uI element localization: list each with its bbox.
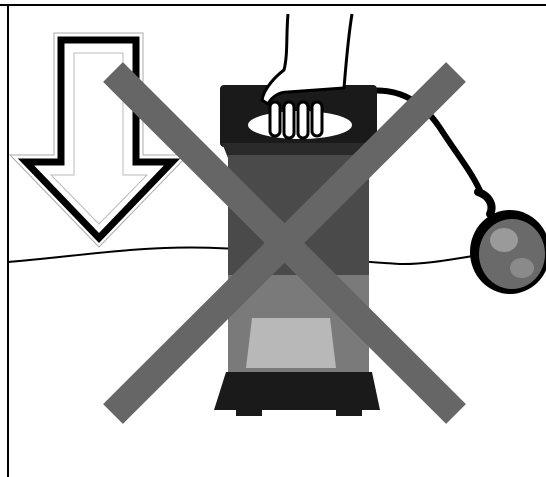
down-arrow-icon bbox=[10, 33, 188, 247]
float-switch-icon bbox=[470, 192, 546, 294]
pump-inlet-panel bbox=[246, 318, 336, 368]
